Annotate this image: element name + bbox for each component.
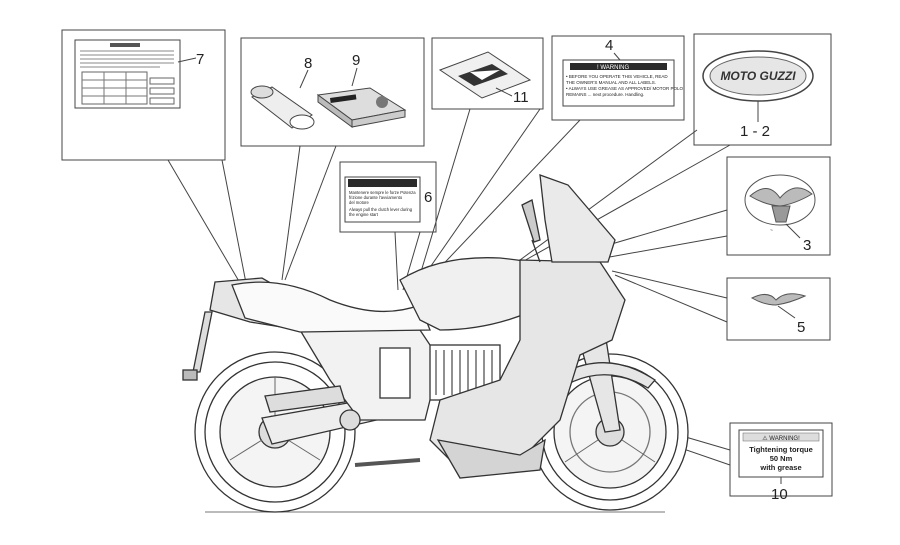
- motorcycle-illustration: [182, 174, 689, 513]
- torque-line-2: 50 Nm: [770, 454, 793, 463]
- decal-box-8-9: 8 9: [240, 37, 425, 147]
- clutch-line-2: frizione durante l'avviamento: [349, 195, 403, 200]
- windscreen: [539, 174, 616, 263]
- decal-box-6: Mantenere sempre le forze Potenza frizio…: [339, 161, 437, 233]
- torque-line-1: Tightening torque: [749, 445, 813, 454]
- svg-text:~: ~: [770, 228, 773, 234]
- decal-box-7: 7: [61, 29, 226, 161]
- clutch-line-4: Always pull the clutch lever during: [349, 207, 413, 212]
- warning-line-2: THE OWNER'S MANUAL AND ALL LABELS.: [566, 80, 656, 85]
- clutch-line-5: the engine start: [349, 212, 379, 217]
- warning-line-1: • BEFORE YOU OPERATE THIS VEHICLE, READ: [566, 74, 668, 79]
- eagle-badge-icon: ~: [744, 174, 816, 234]
- decal-box-11: 11: [431, 37, 544, 110]
- warning-line-4: REMAINS ... next procedure. Handling.: [566, 92, 644, 97]
- decal-box-5: 5: [726, 277, 831, 341]
- front-wheel: [531, 353, 689, 511]
- callout-3: 3: [803, 237, 811, 254]
- decal-box-10: ⚠ WARNING! Tightening torque 50 Nm with …: [729, 422, 833, 503]
- eagle-decal-icon: [750, 293, 807, 306]
- callout-11: 11: [513, 89, 529, 106]
- callout-5: 5: [797, 319, 805, 336]
- warning-line-3: • ALWAYS USE GREASE AS APPROVED/ MOTOR P…: [566, 86, 683, 91]
- callout-1-2: 1 - 2: [740, 123, 770, 140]
- decal-box-4: 4 ! WARNING • BEFORE YOU OPERATE THIS VE…: [551, 35, 685, 121]
- callout-10: 10: [771, 486, 788, 503]
- exhaust: [264, 385, 346, 413]
- warning-label-title: ! WARNING: [597, 65, 629, 71]
- clutch-line-3: del motore: [349, 200, 369, 205]
- callout-8: 8: [304, 55, 312, 72]
- owners-manual-icon: [316, 87, 407, 128]
- decal-box-3: ~ 3: [726, 156, 831, 256]
- callout-7: 7: [196, 51, 204, 68]
- callout-6: 6: [424, 189, 432, 206]
- torque-title: ⚠ WARNING!: [762, 435, 800, 442]
- torque-line-3: with grease: [759, 463, 801, 472]
- callout-9: 9: [352, 52, 360, 69]
- mirror: [521, 199, 541, 243]
- decal-box-1-2: MOTO GUZZI 1 - 2: [693, 33, 832, 146]
- clutch-line-1: Mantenere sempre le forze Potenza: [349, 190, 416, 195]
- decal-11-icon: [438, 51, 532, 99]
- front-fender: [564, 362, 656, 389]
- rolled-manual-icon: [250, 85, 315, 130]
- logo-text: MOTO GUZZI: [720, 69, 796, 83]
- callout-4: 4: [605, 37, 613, 54]
